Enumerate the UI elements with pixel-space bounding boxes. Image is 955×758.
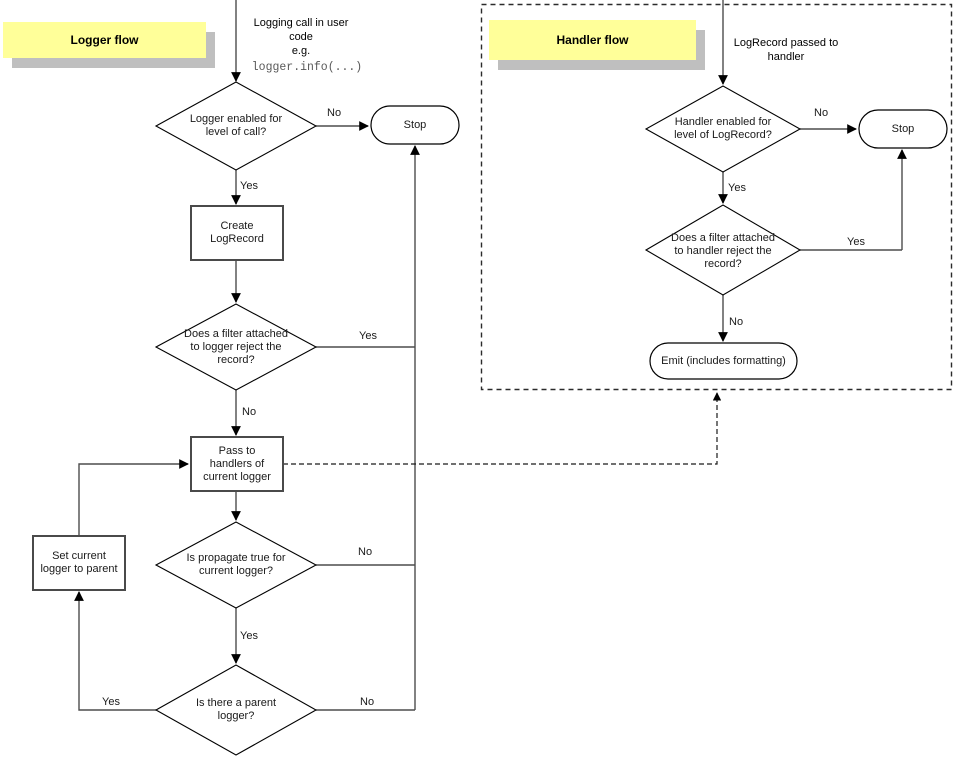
edge-parent-yes-to-setparent — [74, 591, 156, 711]
edge-label-propagate-no: No — [358, 546, 373, 558]
terminator-emit — [649, 342, 798, 380]
process-pass-to-handlers — [190, 436, 284, 492]
handler-flow-title: Handler flow — [556, 33, 629, 47]
decision-propagate — [154, 521, 318, 609]
edge-label-filter-no: No — [242, 406, 257, 418]
edge-label-hfilter-no: No — [729, 316, 744, 328]
edge-label-henabled-yes: Yes — [728, 182, 746, 194]
logger-flow-title-note: Logger flow — [3, 22, 206, 58]
edge-label-propagate-yes: Yes — [240, 630, 258, 642]
edge-label-enabled-no: No — [327, 107, 342, 119]
process-set-current-logger — [32, 535, 126, 591]
decision-logger-filter — [154, 303, 318, 391]
edge-label-parent-no: No — [360, 696, 375, 708]
terminator-handler-stop — [858, 109, 948, 149]
decision-handler-enabled — [644, 85, 802, 173]
edge-pass-to-handler-flow-dashed — [283, 392, 722, 465]
process-create-logrecord — [190, 205, 284, 261]
edge-label-filter-yes: Yes — [359, 330, 377, 342]
logger-flow-title: Logger flow — [70, 33, 139, 47]
logger-entry-text: Logging call in user code e.g. — [253, 17, 349, 57]
edge-label-hfilter-yes: Yes — [847, 236, 865, 248]
edge-label-henabled-no: No — [814, 107, 829, 119]
edge-label-parent-yes: Yes — [102, 696, 120, 708]
decision-handler-filter — [644, 204, 802, 296]
edge-setparent-to-pass — [78, 459, 189, 536]
decision-parent-logger — [154, 664, 318, 756]
handler-flow-title-note: Handler flow — [489, 20, 696, 60]
handler-entry-text: LogRecord passed to handler — [733, 37, 839, 63]
decision-logger-enabled — [154, 81, 318, 171]
terminator-logger-stop — [370, 105, 460, 145]
handler-flow-region-border — [480, 3, 953, 391]
logger-entry-code: logger.info(...) — [251, 61, 363, 74]
edge-label-enabled-yes: Yes — [240, 180, 258, 192]
